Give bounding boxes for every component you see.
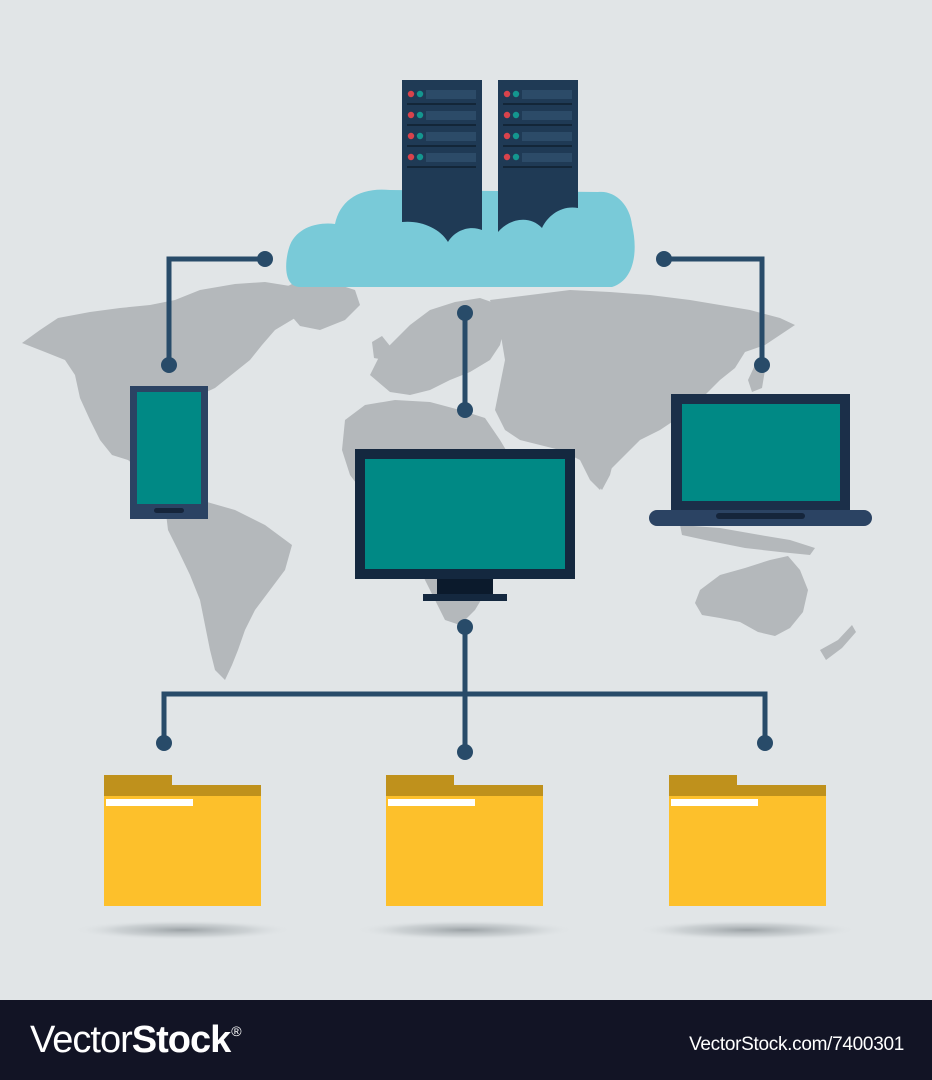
server-slots	[407, 90, 476, 168]
dot-icon	[457, 619, 473, 635]
cloud-server-icon[interactable]	[286, 80, 635, 287]
map-greenland	[280, 280, 360, 330]
image-reference: VectorStock.com/7400301	[689, 1034, 904, 1055]
map-europe	[370, 298, 505, 395]
server-rack-icon	[498, 80, 578, 232]
folder-icon[interactable]	[386, 775, 543, 906]
map-sea-islands	[680, 525, 815, 555]
connector-dots	[156, 251, 773, 760]
monitor-icon[interactable]	[355, 449, 575, 601]
folder-shadow	[73, 920, 293, 940]
dot-icon	[457, 305, 473, 321]
map-india	[585, 440, 615, 490]
server-slots	[503, 90, 572, 168]
folder-icon[interactable]	[104, 775, 261, 906]
brand-thin: Vector	[30, 1019, 133, 1061]
folder-icon[interactable]	[669, 775, 826, 906]
dot-icon	[156, 735, 172, 751]
dot-icon	[457, 402, 473, 418]
laptop-icon[interactable]	[649, 394, 872, 526]
network-diagram	[22, 80, 872, 940]
dot-icon	[656, 251, 672, 267]
server-rack-icon	[402, 80, 482, 242]
map-asia	[490, 290, 795, 490]
folder-shadow	[637, 920, 857, 940]
smartphone-icon[interactable]	[130, 386, 208, 519]
map-uk	[372, 336, 390, 360]
map-new-zealand	[820, 625, 856, 660]
watermark-footer: VectorStock® VectorStock.com/7400301	[0, 1000, 932, 1080]
map-south-america	[165, 500, 292, 680]
brand-bold: Stock	[131, 1019, 231, 1061]
link-cloud-phone	[166, 256, 265, 365]
brand-logo[interactable]: VectorStock®	[30, 1019, 242, 1062]
dot-icon	[754, 357, 770, 373]
dot-icon	[757, 735, 773, 751]
map-north-america	[22, 282, 300, 470]
diagram-canvas	[22, 80, 872, 940]
folder-shadow	[355, 920, 575, 940]
registered-mark: ®	[231, 1023, 241, 1039]
link-cloud-laptop	[664, 256, 765, 365]
dot-icon	[457, 744, 473, 760]
map-australia	[695, 556, 808, 636]
dot-icon	[161, 357, 177, 373]
link-folder-branch	[161, 691, 768, 743]
dot-icon	[257, 251, 273, 267]
connectors	[161, 256, 768, 752]
